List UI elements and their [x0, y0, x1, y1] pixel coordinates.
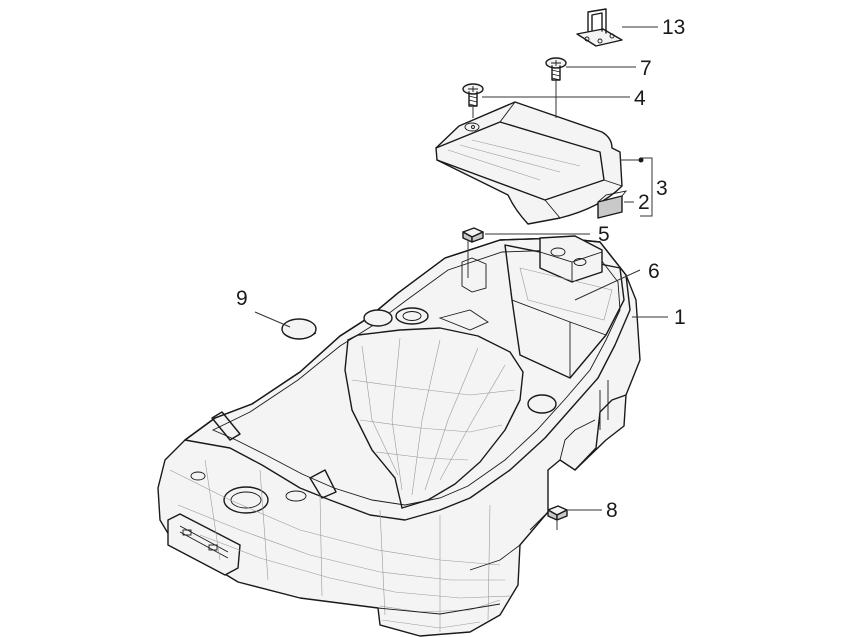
- callout-5: 5: [598, 223, 610, 246]
- part-13-bracket[interactable]: [576, 8, 623, 47]
- callout-13: 13: [662, 16, 685, 39]
- callout-3: 3: [656, 177, 668, 200]
- part-9-plug-cap[interactable]: [281, 318, 317, 340]
- part-8-clip-nut[interactable]: [547, 505, 568, 521]
- leader-lines: [254, 26, 668, 530]
- part-7-screw[interactable]: [545, 57, 567, 81]
- part-5-clip-nut[interactable]: [462, 227, 484, 243]
- callout-8: 8: [606, 499, 618, 522]
- callout-2: 2: [638, 191, 650, 214]
- callout-6: 6: [648, 260, 660, 283]
- part-1-helmet-compartment[interactable]: [157, 235, 641, 637]
- part-6-battery-pad[interactable]: [519, 267, 613, 321]
- part-2-foam-pad[interactable]: [597, 190, 628, 219]
- callout-9: 9: [236, 287, 248, 310]
- callout-1: 1: [674, 306, 686, 329]
- callout-7: 7: [640, 57, 652, 80]
- part-3-battery-cover[interactable]: [435, 101, 623, 225]
- callout-4: 4: [634, 87, 646, 110]
- part-4-screw[interactable]: [462, 83, 484, 107]
